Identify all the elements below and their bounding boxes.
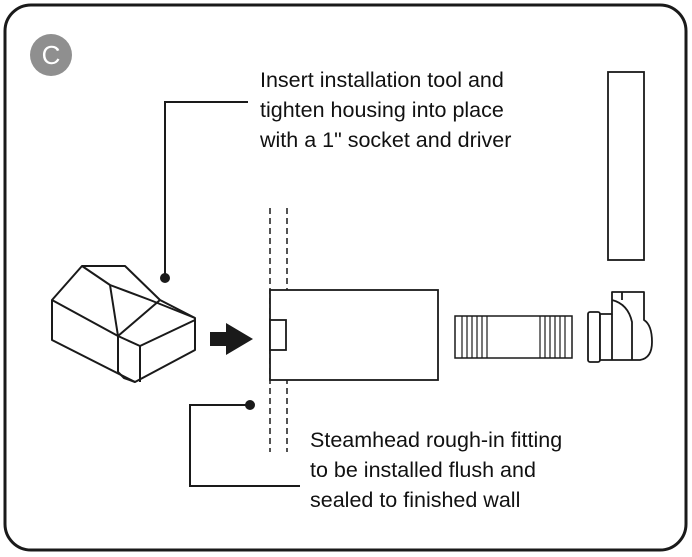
rough-in-leader: [189, 404, 300, 487]
rough-in-callout: Steamhead rough-in fitting to be install…: [310, 425, 562, 515]
callout-line: sealed to finished wall: [310, 488, 521, 512]
callout-line: tighten housing into place: [260, 98, 504, 122]
diagram-frame: [3, 3, 688, 552]
rough-in-leader-dot: [245, 400, 255, 410]
installation-tool-icon: [51, 265, 196, 383]
callout-line: Insert installation tool and: [260, 68, 504, 92]
rough-in-housing: [269, 289, 439, 381]
arrow-right-icon: [210, 323, 253, 355]
elbow-fitting-icon: [587, 291, 653, 363]
install-tool-leader-dot: [160, 273, 170, 283]
vertical-pipe: [607, 71, 645, 261]
install-tool-callout: Insert installation tool and tighten hou…: [260, 65, 511, 155]
callout-line: with a 1" socket and driver: [260, 128, 512, 152]
threaded-nipple: [454, 315, 573, 359]
step-badge: C: [30, 34, 72, 76]
callout-line: Steamhead rough-in fitting: [310, 428, 563, 452]
install-tool-leader: [164, 101, 248, 278]
callout-line: to be installed flush and: [310, 458, 536, 482]
